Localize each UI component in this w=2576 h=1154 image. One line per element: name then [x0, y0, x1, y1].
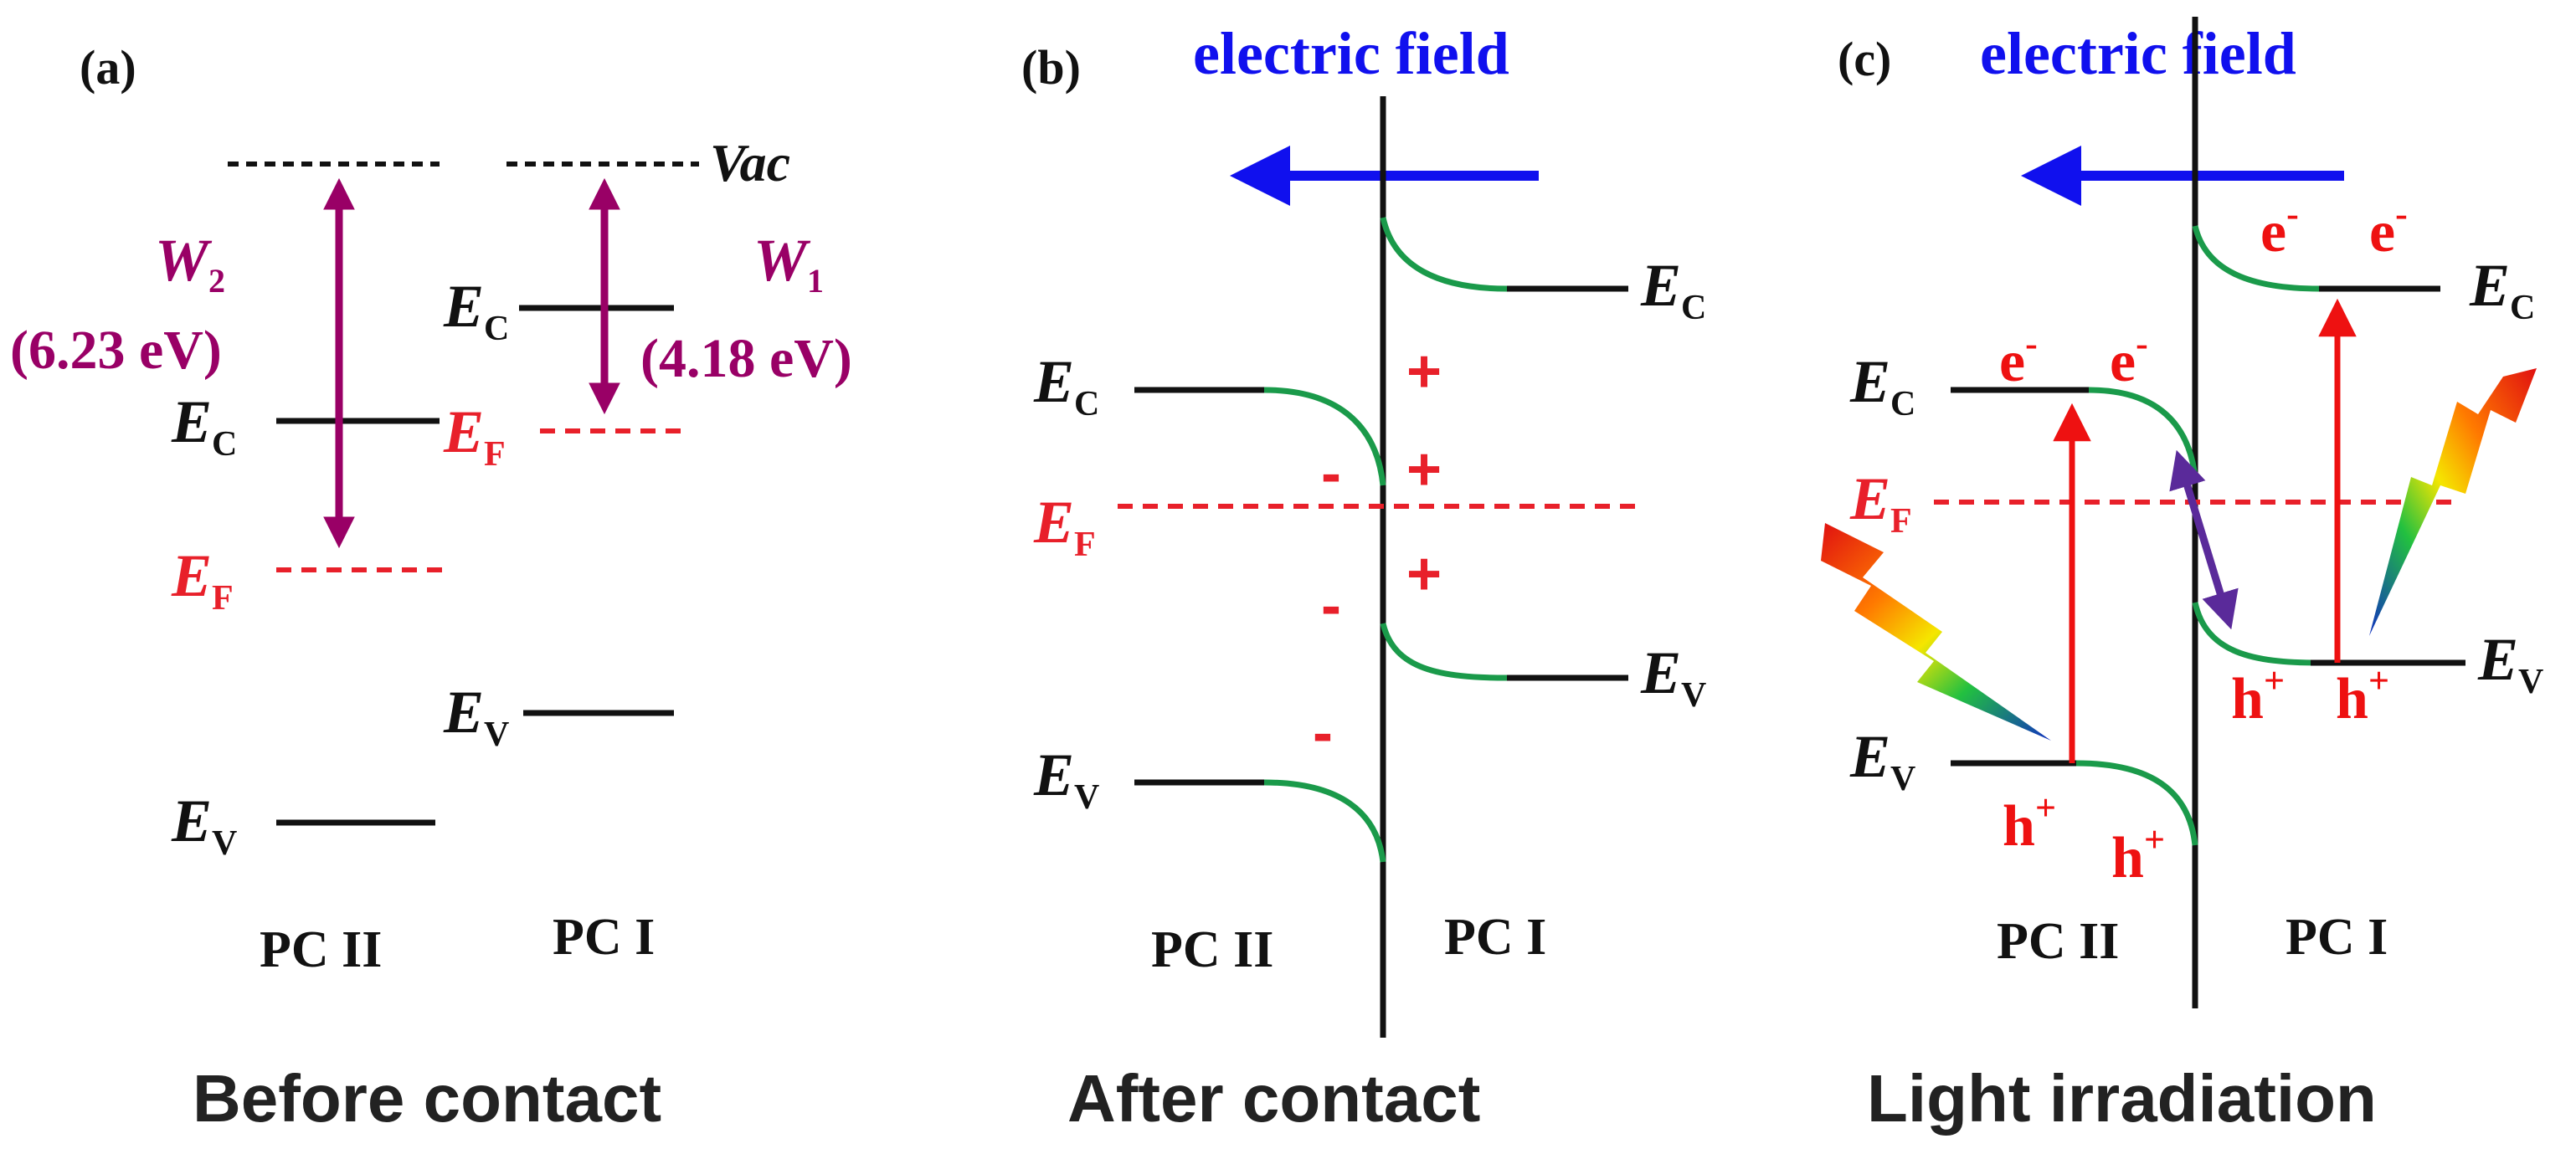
ef-label-c: EF	[1849, 465, 1912, 541]
ef-label-b: EF	[1033, 489, 1096, 564]
pc2-ec-bend-b	[1263, 387, 1386, 486]
charge-transfer-arrow	[2169, 449, 2239, 630]
pc1-ec-label-c: EC	[2469, 252, 2535, 327]
work-function-1-value: (4.18 eV)	[640, 328, 852, 389]
light-bolt-left-icon	[1821, 523, 2051, 741]
negative-charge-2: -	[1321, 572, 1341, 639]
pc1-material-label-b: PC I	[1444, 909, 1546, 966]
positive-charge-3: +	[1406, 541, 1442, 608]
pc2-ev-bend-b	[1263, 779, 1386, 863]
electric-field-label-b: electric field	[1193, 20, 1509, 87]
hole-label-pc2: h+	[2003, 787, 2056, 859]
negative-charge-1: -	[1321, 440, 1341, 507]
pc1-ec-label: EC	[443, 273, 509, 348]
pc1-ev-bend-b	[1380, 623, 1508, 681]
panel-a-caption: Before contact	[193, 1061, 661, 1136]
panel-b-tag: (b)	[1021, 40, 1081, 95]
pc1-material-label-c: PC I	[2285, 909, 2388, 966]
pc1-ev-bend-c	[2192, 602, 2320, 666]
pc2-ec-label-b: EC	[1033, 348, 1099, 423]
work-function-1-symbol: W1	[753, 227, 824, 300]
pc2-ec-bend-c	[2088, 387, 2198, 478]
pc1-ev-label-b: EV	[1640, 639, 1706, 715]
light-bolt-right-icon	[2369, 368, 2537, 636]
work-function-2-value: (6.23 eV)	[10, 320, 222, 381]
pc1-ev-label: EV	[443, 679, 509, 754]
pc2-ev-label-c: EV	[1849, 723, 1915, 798]
pc2-material-label-b: PC II	[1151, 921, 1273, 978]
pc2-ef-label: EF	[171, 542, 234, 618]
pc1-ef-label: EF	[443, 398, 506, 474]
pc2-ec-label-c: EC	[1849, 348, 1915, 423]
positive-charge-2: +	[1406, 436, 1442, 503]
panel-a: (a) Vac W2 (6.23 eV) W1 (4.18 eV) EC EF …	[10, 40, 852, 1136]
pc2-material-label: PC II	[260, 921, 382, 978]
panel-c-caption: Light irradiation	[1867, 1061, 2377, 1136]
panel-c: (c) electric field e- e- e- e- h+ h+ h	[1821, 17, 2543, 1136]
pc2-ev-bend-c	[2075, 760, 2198, 846]
electron-label-pc1-right: e-	[2369, 193, 2408, 264]
positive-charge-1: +	[1406, 338, 1442, 405]
electric-field-label-c: electric field	[1980, 20, 2296, 87]
electron-label-pc1-left: e-	[2260, 193, 2299, 264]
vac-label: Vac	[710, 133, 790, 192]
electron-label-interface: e-	[2110, 323, 2148, 394]
pc2-ev-label: EV	[171, 787, 237, 863]
panel-c-tag: (c)	[1838, 32, 1891, 86]
hole-label-pc1-right: h+	[2336, 660, 2389, 731]
pc1-material-label: PC I	[553, 909, 655, 966]
work-function-2-symbol: W2	[155, 227, 225, 300]
panel-b-caption: After contact	[1067, 1061, 1480, 1136]
pc2-ev-label-b: EV	[1033, 741, 1099, 817]
pc2-ec-label: EC	[171, 388, 237, 464]
panel-b: (b) electric field - - - + + + EC EF EV …	[1021, 20, 1706, 1136]
pc1-ec-label-b: EC	[1640, 252, 1706, 327]
pc1-ec-bend-b	[1380, 217, 1508, 292]
pc1-ec-bend-c	[2192, 225, 2320, 292]
panel-a-tag: (a)	[80, 40, 136, 95]
electron-label-pc2: e-	[1999, 323, 2038, 394]
pc2-material-label-c: PC II	[1997, 913, 2119, 970]
negative-charge-3: -	[1313, 700, 1333, 767]
pc1-ev-label-c: EV	[2477, 626, 2543, 701]
hole-label-pc1-left: h+	[2231, 660, 2285, 731]
hole-label-interface: h+	[2111, 819, 2165, 890]
